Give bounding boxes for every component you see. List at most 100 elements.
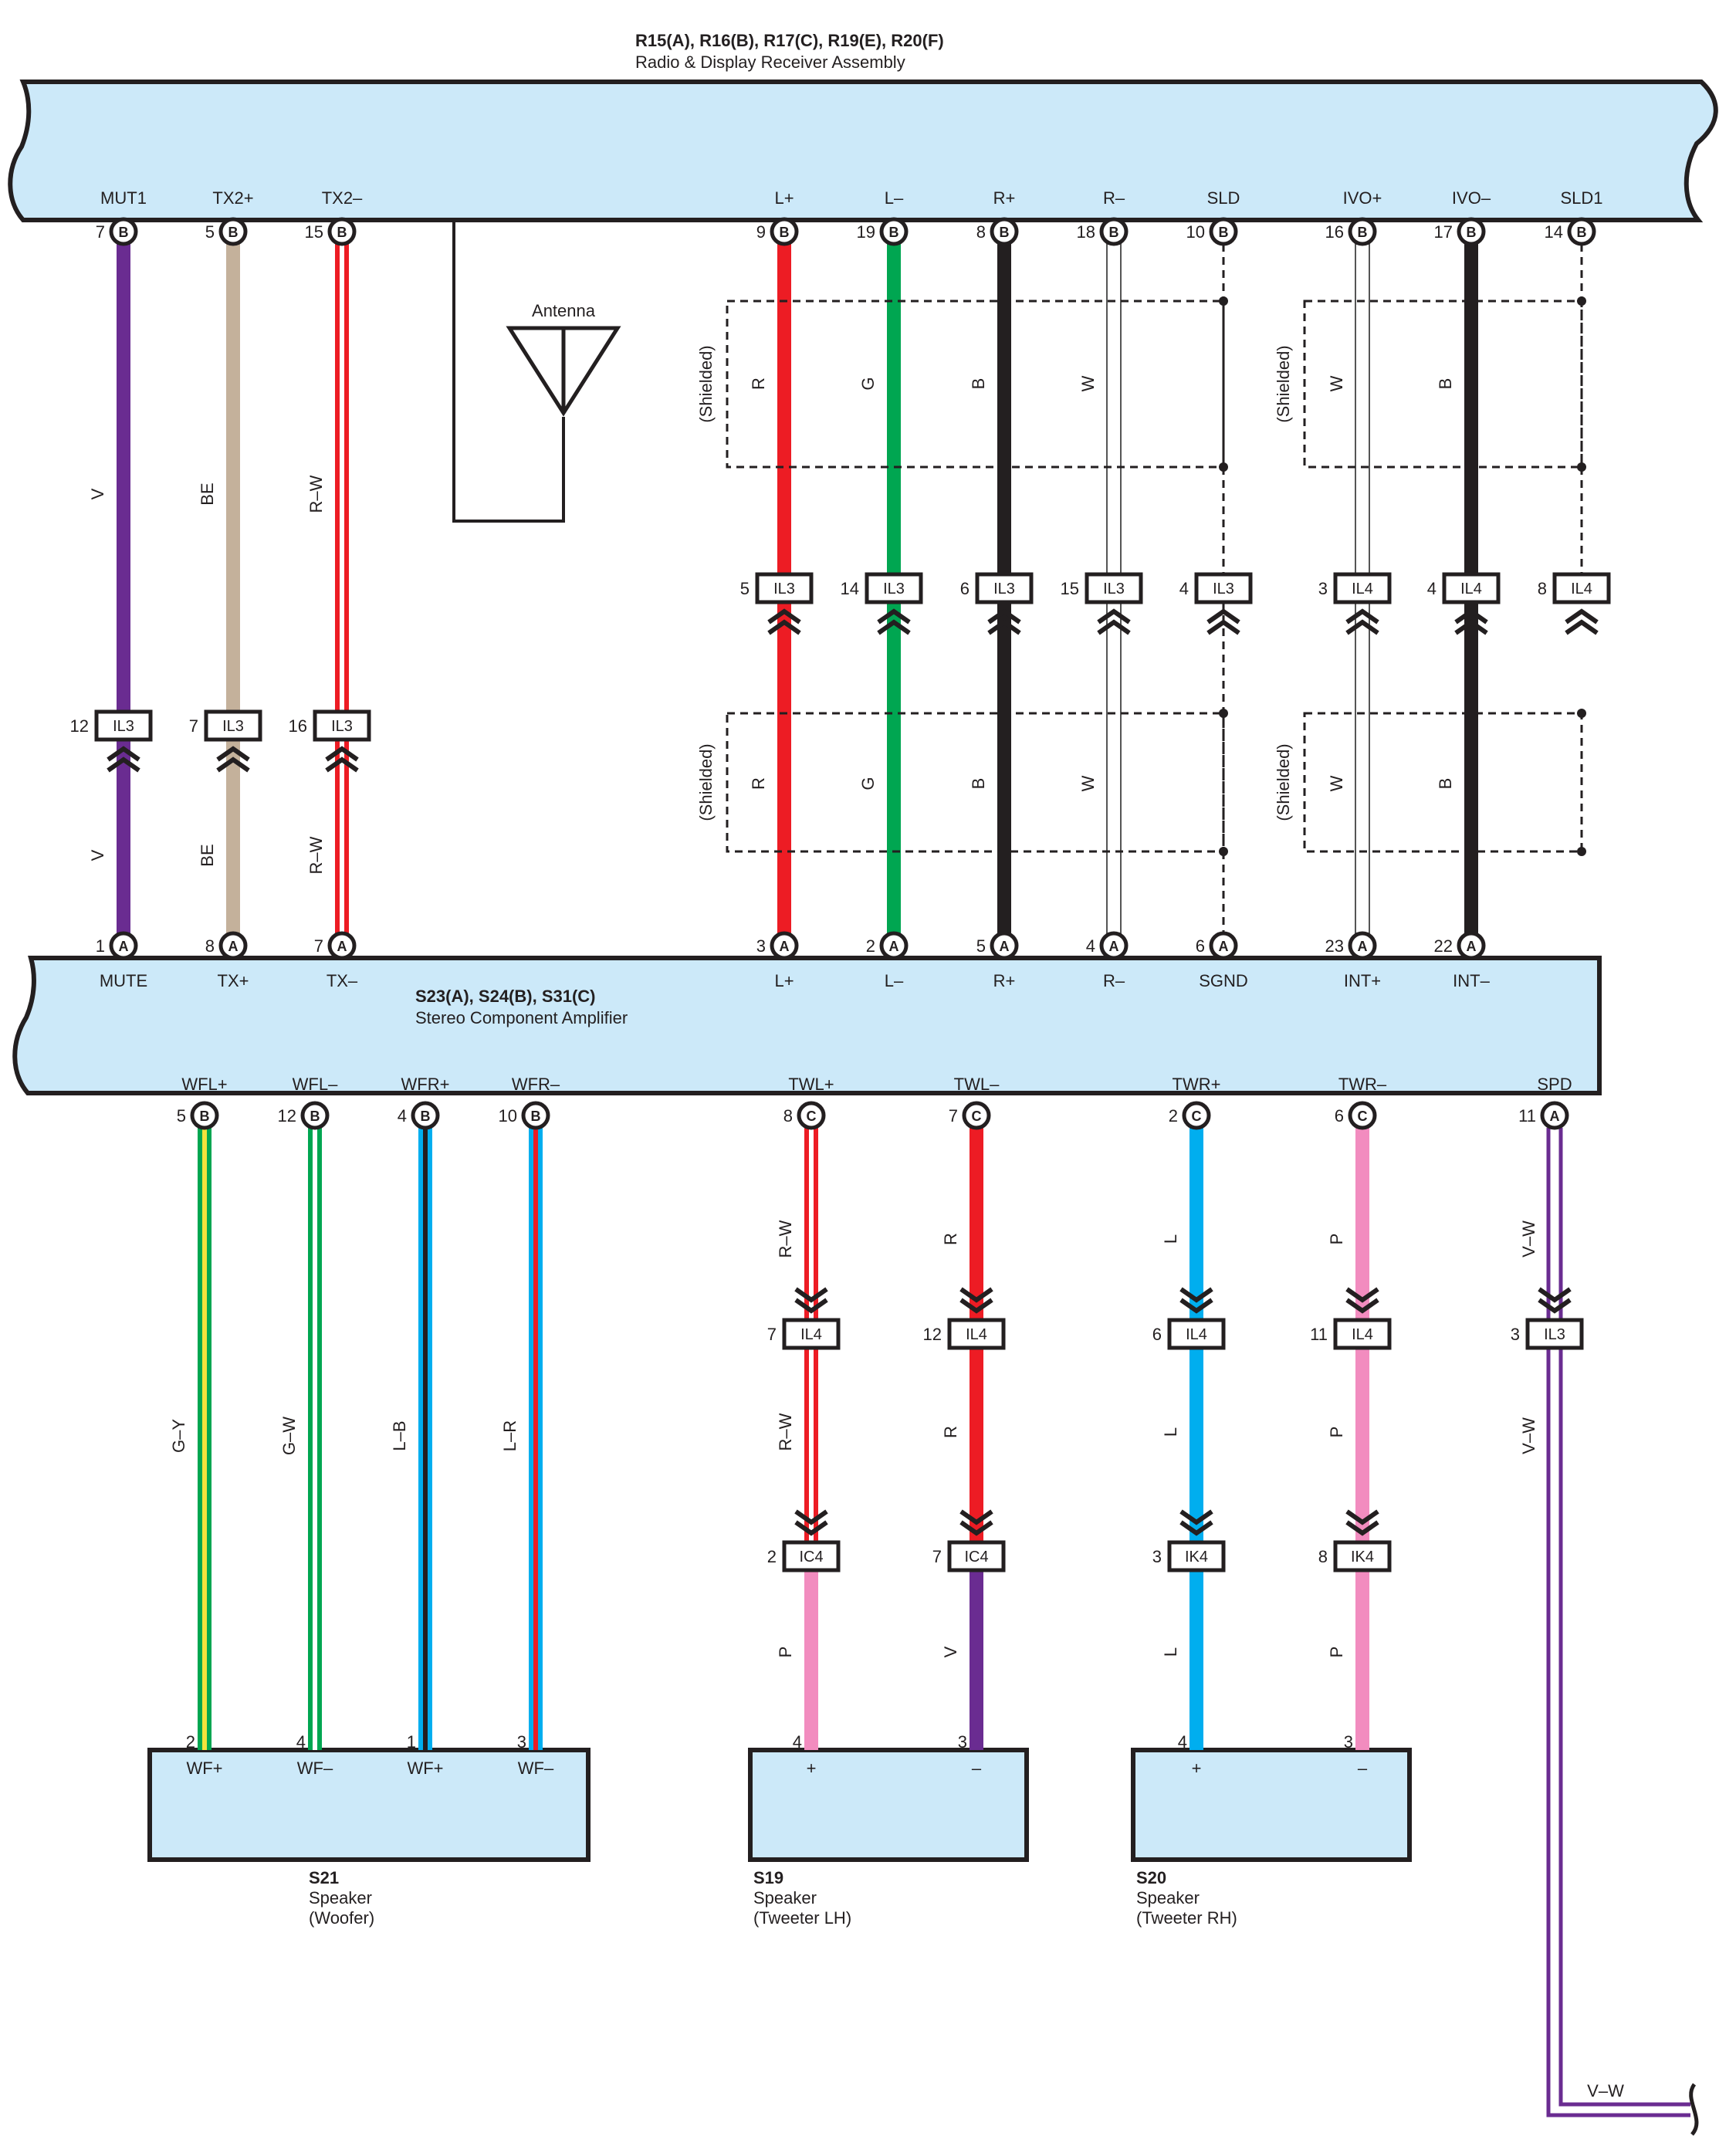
connector-chevron xyxy=(1206,619,1240,635)
connector-chevron xyxy=(959,1298,993,1314)
speaker-S21-block xyxy=(147,1748,591,1862)
junction-label: IL3 xyxy=(222,718,244,735)
wire-code-top: B xyxy=(1436,378,1455,390)
junction-box xyxy=(947,1540,1006,1572)
speaker-id: S21 xyxy=(309,1868,339,1887)
speaker-terminal: + xyxy=(1192,1759,1202,1778)
receiver-terminal: SLD xyxy=(1207,188,1240,208)
shield-box xyxy=(1303,712,1583,853)
tweeter-wire-3 xyxy=(804,1570,818,1750)
junction-box xyxy=(1085,572,1143,604)
receiver-pin: 10 xyxy=(1186,222,1205,242)
receiver-terminal: TX2– xyxy=(322,188,363,208)
junction-label: IK4 xyxy=(1351,1549,1374,1566)
connector-chevron xyxy=(1097,619,1131,635)
spd-wire-a xyxy=(1546,1128,1690,2117)
amplifier-bottom-pin: 4 xyxy=(398,1106,407,1126)
connector-circle xyxy=(1099,217,1129,246)
junction-label: IL4 xyxy=(800,1326,822,1343)
connector-chevron xyxy=(107,757,140,773)
amplifier-pin: 8 xyxy=(205,936,215,956)
connector-circle xyxy=(521,1101,550,1130)
amplifier-pin: 4 xyxy=(1086,936,1095,956)
antenna-label: Antenna xyxy=(532,301,596,320)
wire-code-3: P xyxy=(776,1647,795,1658)
receiver-wire-lower xyxy=(997,602,1011,933)
wire-code-top: V xyxy=(88,488,107,499)
amplifier-top-terminal: MUTE xyxy=(100,971,147,990)
connector-circle xyxy=(411,1101,440,1130)
receiver-wire-upper xyxy=(1106,243,1122,575)
junction-label: IK4 xyxy=(1185,1549,1208,1566)
amplifier-pin: 23 xyxy=(1325,936,1344,956)
connector-letter: B xyxy=(1467,225,1477,240)
connector-circle xyxy=(770,217,799,246)
tweeter-wire-3 xyxy=(970,1570,983,1750)
connector-chevron xyxy=(1345,1509,1379,1525)
speaker-pin: 3 xyxy=(517,1732,526,1752)
receiver-block xyxy=(8,80,1718,222)
connector-chevron xyxy=(1345,619,1379,635)
shield-node xyxy=(1577,296,1586,306)
receiver-pin: 16 xyxy=(1325,222,1344,242)
wire-code-2: R xyxy=(941,1426,960,1438)
junction-pin: 2 xyxy=(767,1547,777,1566)
speaker-S19-block xyxy=(748,1748,1029,1862)
connector-chevron xyxy=(794,1287,828,1303)
connector-chevron xyxy=(1179,1287,1213,1303)
junction-box xyxy=(1525,1318,1584,1350)
connector-letter: A xyxy=(337,939,347,954)
receiver-pin: 9 xyxy=(756,222,766,242)
shield-node xyxy=(1577,709,1586,718)
connector-letter: A xyxy=(1109,939,1119,954)
wire-stripe xyxy=(809,1128,814,1320)
connector-circle xyxy=(190,1101,219,1130)
wire-code-bottom: BE xyxy=(198,844,217,866)
receiver-wire-lower xyxy=(1355,601,1370,934)
junction-pin: 12 xyxy=(70,716,89,736)
amplifier-top-terminal: INT– xyxy=(1453,971,1490,990)
connector-circle xyxy=(1099,931,1129,960)
receiver-pin: 19 xyxy=(857,222,875,242)
receiver-wire-upper xyxy=(1464,244,1478,574)
shielded-label: (Shielded) xyxy=(1274,743,1293,821)
junction-label: IC4 xyxy=(964,1549,988,1566)
amplifier-top-terminal: TX+ xyxy=(218,971,249,990)
shield-box xyxy=(1303,300,1583,469)
connector-circle xyxy=(1567,217,1596,246)
connector-letter: A xyxy=(1219,939,1229,954)
connector-chevron xyxy=(1179,1520,1213,1536)
connector-circle xyxy=(770,931,799,960)
speaker-terminal: + xyxy=(807,1759,817,1778)
amplifier-bottom-pin: 12 xyxy=(278,1106,296,1126)
amplifier-bottom-pin: 11 xyxy=(1518,1106,1536,1126)
amplifier-pin: 22 xyxy=(1434,936,1453,956)
amplifier-pin: 5 xyxy=(976,936,986,956)
amplifier-top-terminal: R– xyxy=(1103,971,1125,990)
amplifier-top-terminal: SGND xyxy=(1199,971,1248,990)
speaker-terminal: WF+ xyxy=(407,1759,443,1778)
connector-circle xyxy=(1182,1101,1211,1130)
connector-letter: A xyxy=(1000,939,1010,954)
connector-circle xyxy=(990,931,1019,960)
amplifier-pin: 6 xyxy=(1196,936,1205,956)
junction-label: IL3 xyxy=(993,581,1015,597)
junction-label: IL3 xyxy=(1213,581,1234,597)
wire-stripe xyxy=(340,740,344,933)
tweeter-wire-2 xyxy=(1355,1348,1369,1542)
wire-code-top: BE xyxy=(198,482,217,505)
junction-pin: 6 xyxy=(1152,1325,1162,1344)
amplifier-bottom-pin: 10 xyxy=(499,1106,517,1126)
offpage-wire-label: V–W xyxy=(1587,2081,1624,2100)
connector-chevron xyxy=(1206,608,1240,625)
junction-pin: 8 xyxy=(1538,579,1547,598)
junction-box xyxy=(94,709,153,742)
junction-pin: 6 xyxy=(960,579,970,598)
speaker-S20-block xyxy=(1131,1748,1412,1862)
components-layer xyxy=(8,80,1718,1862)
amplifier-bottom-pin: 8 xyxy=(783,1106,793,1126)
wire-code-1: R–W xyxy=(776,1220,795,1258)
amplifier-bottom-pin: 6 xyxy=(1335,1106,1344,1126)
wire-code-top: W xyxy=(1078,375,1098,391)
tweeter-wire-1 xyxy=(1189,1128,1203,1320)
